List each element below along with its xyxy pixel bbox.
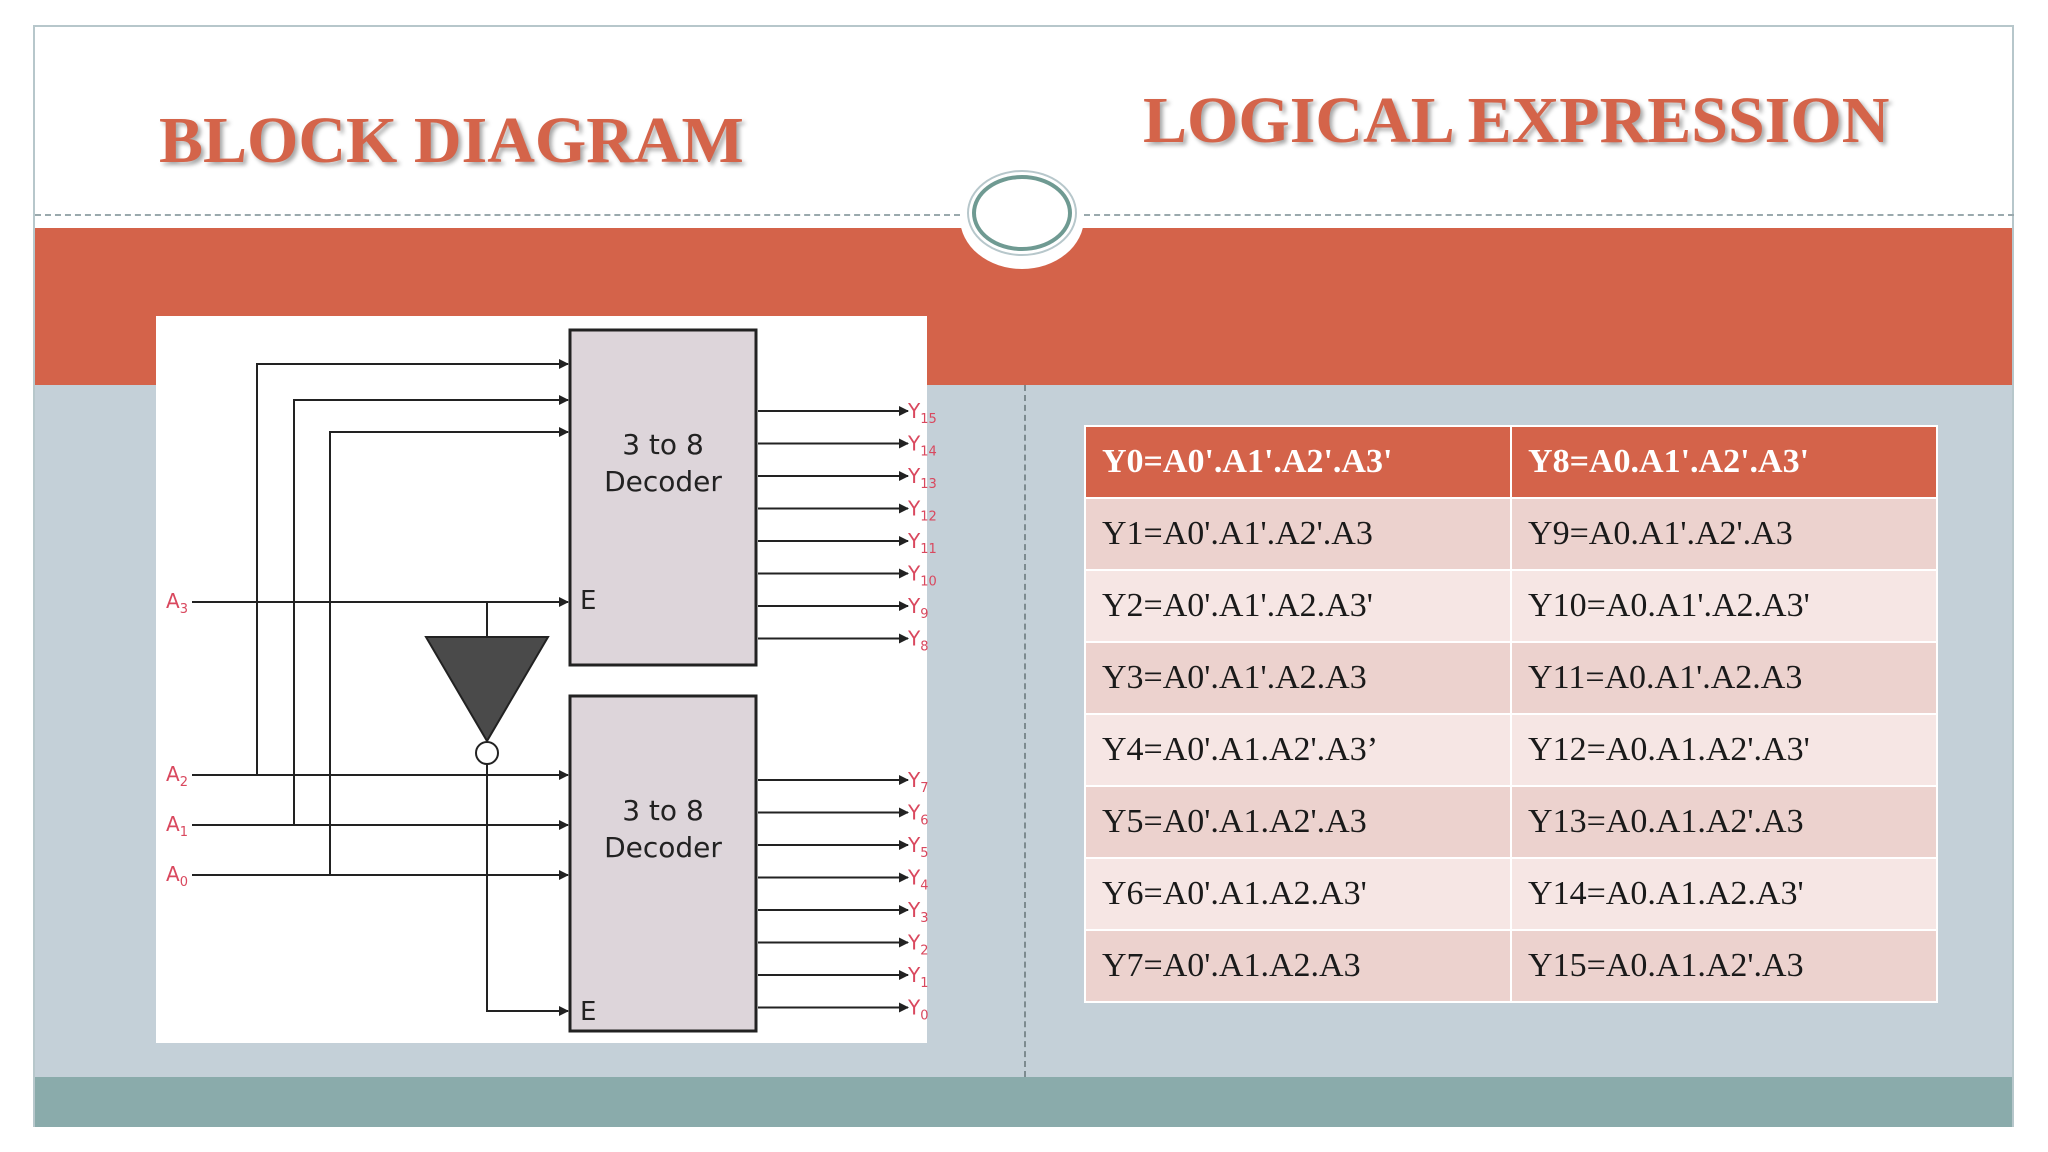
decoder-top-label-line2: Decoder	[604, 465, 722, 498]
inverter-triangle	[424, 636, 550, 743]
enable-label-bottom: E	[580, 997, 596, 1027]
enable-label-top: E	[580, 586, 596, 616]
expression-cell-left: Y4=A0'.A1.A2'.A3’	[1083, 713, 1513, 787]
expression-cell-right: Y13=A0.A1.A2'.A3	[1510, 785, 1938, 859]
expression-cell-left: Y2=A0'.A1'.A2.A3'	[1083, 569, 1513, 643]
expression-cell-right: Y10=A0.A1'.A2.A3'	[1510, 569, 1938, 643]
output-label-y0: Y0	[907, 996, 929, 1024]
wire-a0-top	[329, 427, 569, 875]
logical-expression-table: Y0=A0'.A1'.A2'.A3'Y8=A0.A1'.A2'.A3'Y1=A0…	[1083, 425, 1938, 1003]
output-label-y14: Y14	[907, 432, 937, 460]
table-row: Y6=A0'.A1.A2.A3'Y14=A0.A1.A2.A3'	[1083, 857, 1938, 931]
decoder-block-diagram: 3 to 8 Decoder 3 to 8 Decoder E E A3A2A1…	[166, 328, 937, 1033]
slide: BLOCK DIAGRAM LOGICAL EXPRESSION 3 to 8 …	[33, 25, 2014, 1127]
input-label-a0: A0	[166, 862, 188, 890]
column-divider	[1024, 385, 1026, 1077]
logical-expression-title: LOGICAL EXPRESSION	[1143, 84, 1890, 157]
expression-cell-left: Y0=A0'.A1'.A2'.A3'	[1083, 425, 1513, 499]
input-label-a1: A1	[166, 812, 188, 840]
output-label-y11: Y11	[907, 529, 937, 557]
expression-cell-right: Y14=A0.A1.A2.A3'	[1510, 857, 1938, 931]
output-label-y13: Y13	[907, 464, 937, 492]
output-label-y6: Y6	[907, 801, 929, 829]
output-label-y9: Y9	[907, 594, 929, 622]
decoder-top-label-line1: 3 to 8	[622, 428, 704, 461]
output-label-y15: Y15	[907, 399, 937, 427]
expression-cell-left: Y6=A0'.A1.A2.A3'	[1083, 857, 1513, 931]
expression-cell-left: Y7=A0'.A1.A2.A3	[1083, 929, 1513, 1003]
output-label-y2: Y2	[907, 931, 929, 959]
expression-cell-right: Y8=A0.A1'.A2'.A3'	[1510, 425, 1938, 499]
inverter-bubble	[475, 741, 499, 765]
expression-cell-right: Y15=A0.A1.A2'.A3	[1510, 929, 1938, 1003]
output-label-y3: Y3	[907, 898, 929, 926]
output-label-y8: Y8	[907, 627, 929, 655]
ornament-ring	[972, 175, 1072, 251]
output-label-y12: Y12	[907, 497, 937, 525]
output-label-y5: Y5	[907, 833, 929, 861]
expression-cell-left: Y3=A0'.A1'.A2.A3	[1083, 641, 1513, 715]
decoder-top-box	[568, 328, 758, 667]
decoder-bottom-box	[568, 694, 758, 1033]
table-row: Y4=A0'.A1.A2'.A3’Y12=A0.A1.A2'.A3'	[1083, 713, 1938, 787]
output-label-y7: Y7	[907, 768, 929, 796]
input-label-a2: A2	[166, 762, 188, 790]
expression-cell-right: Y12=A0.A1.A2'.A3'	[1510, 713, 1938, 787]
output-label-y1: Y1	[907, 963, 929, 991]
input-label-a3: A3	[166, 589, 188, 617]
header-divider-right	[1084, 214, 2014, 216]
output-label-y4: Y4	[907, 866, 929, 894]
footer-band	[35, 1077, 2012, 1127]
table-row: Y2=A0'.A1'.A2.A3'Y10=A0.A1'.A2.A3'	[1083, 569, 1938, 643]
expression-cell-left: Y5=A0'.A1.A2'.A3	[1083, 785, 1513, 859]
expression-cell-right: Y11=A0.A1'.A2.A3	[1510, 641, 1938, 715]
wire-inverter-enable	[486, 764, 569, 1016]
table-header-row: Y0=A0'.A1'.A2'.A3'Y8=A0.A1'.A2'.A3'	[1083, 425, 1938, 499]
decoder-bottom-label-line1: 3 to 8	[622, 794, 704, 827]
block-diagram-title: BLOCK DIAGRAM	[159, 104, 744, 177]
output-label-y10: Y10	[907, 562, 937, 590]
expression-cell-right: Y9=A0.A1'.A2'.A3	[1510, 497, 1938, 571]
header-divider-left	[35, 214, 960, 216]
expression-cell-left: Y1=A0'.A1'.A2'.A3	[1083, 497, 1513, 571]
decoder-bottom-label-line2: Decoder	[604, 831, 722, 864]
wire-a2-top	[256, 359, 569, 775]
wire-a1-top	[293, 395, 569, 825]
